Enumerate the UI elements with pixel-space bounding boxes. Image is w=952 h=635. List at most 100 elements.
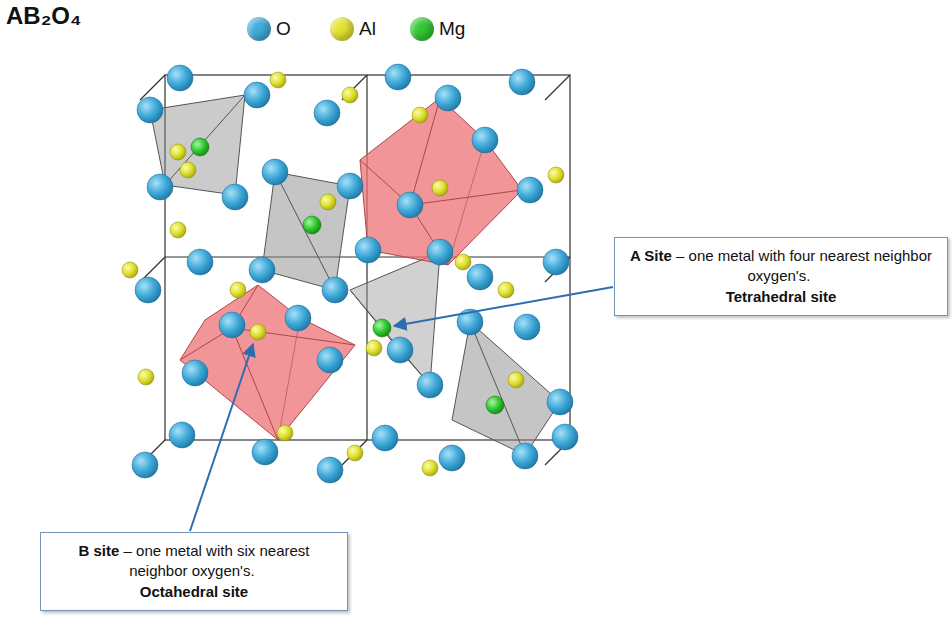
oxygen-atom <box>132 452 158 478</box>
grid-line <box>342 440 367 465</box>
polyhedron-edge <box>165 95 245 185</box>
site-name: A Site <box>630 247 672 264</box>
oxygen-atom <box>509 69 535 95</box>
octahedron <box>180 285 355 440</box>
polyhedron-edge <box>180 328 278 440</box>
polyhedron-edge <box>410 98 522 205</box>
oxygen-atom <box>397 192 423 218</box>
cube-edge <box>140 75 165 100</box>
aluminium-atom <box>412 107 428 123</box>
polyhedron-edge <box>278 318 300 440</box>
magnesium-atom <box>373 319 391 337</box>
oxygen-atom <box>222 184 248 210</box>
tetrahedral-callout-box: A Site– one metal with four nearest neig… <box>614 237 948 316</box>
leader-arrow <box>394 287 613 326</box>
site-name: B site <box>79 542 120 559</box>
site-type: Octahedral site <box>51 582 337 602</box>
oxygen-atom <box>387 337 413 363</box>
oxygen-atom <box>472 127 498 153</box>
aluminium-atom <box>508 372 524 388</box>
oxygen-atoms <box>132 64 578 483</box>
magnesium-atom <box>486 396 504 414</box>
legend-item: O <box>247 17 291 41</box>
aluminium-atom <box>270 72 286 88</box>
legend-label: Al <box>359 18 376 40</box>
polyhedron-edge <box>448 140 485 265</box>
legend-swatch <box>410 17 434 41</box>
aluminium-atom <box>432 180 448 196</box>
oxygen-atom <box>385 64 411 90</box>
polyhedra <box>150 95 560 455</box>
oxygen-atom <box>512 443 538 469</box>
aluminium-atom <box>366 340 382 356</box>
oxygen-atom <box>552 424 578 450</box>
octahedron <box>360 98 522 265</box>
aluminium-atom <box>277 425 293 441</box>
octahedral-callout-box: B site– one metal with six nearest neigh… <box>40 532 348 611</box>
polyhedron-edge <box>275 172 335 290</box>
tetrahedron <box>452 322 560 455</box>
oxygen-atom <box>167 65 193 91</box>
aluminium-atom <box>320 194 336 210</box>
aluminium-atoms <box>122 72 564 476</box>
aluminium-atom <box>548 167 564 183</box>
aluminium-atom <box>342 87 358 103</box>
oxygen-atom <box>435 85 461 111</box>
oxygen-atom <box>547 389 573 415</box>
aluminium-atom <box>455 254 471 270</box>
polyhedron-edge <box>470 322 525 455</box>
oxygen-atom <box>317 457 343 483</box>
oxygen-atom <box>372 425 398 451</box>
tetrahedron <box>350 252 440 385</box>
magnesium-atom <box>303 216 321 234</box>
magnesium-atoms <box>191 138 504 414</box>
oxygen-atom <box>147 174 173 200</box>
oxygen-atom <box>252 439 278 465</box>
oxygen-atom <box>355 237 381 263</box>
polyhedron-edge <box>350 290 430 385</box>
legend-swatch <box>330 17 354 41</box>
aluminium-atom <box>347 445 363 461</box>
oxygen-atom <box>219 312 245 338</box>
oxygen-atom <box>417 372 443 398</box>
aluminium-atom <box>122 262 138 278</box>
aluminium-atom <box>170 144 186 160</box>
oxygen-atom <box>249 257 275 283</box>
legend-label: Mg <box>439 18 465 40</box>
oxygen-atom <box>427 239 453 265</box>
oxygen-atom <box>244 82 270 108</box>
site-description: – one metal with six nearest neighbor ox… <box>124 542 310 579</box>
aluminium-atom <box>498 282 514 298</box>
oxygen-atom <box>135 277 161 303</box>
oxygen-atom <box>317 347 343 373</box>
site-description: – one metal with four nearest neighbor o… <box>676 247 932 284</box>
oxygen-atom <box>439 445 465 471</box>
oxygen-atom <box>514 314 540 340</box>
aluminium-atom <box>422 460 438 476</box>
site-type: Tetrahedral site <box>625 287 937 307</box>
oxygen-atom <box>137 97 163 123</box>
oxygen-atom <box>467 264 493 290</box>
oxygen-atom <box>337 173 363 199</box>
unit-cell-frame <box>140 75 570 465</box>
oxygen-atom <box>314 100 340 126</box>
oxygen-atom <box>187 249 213 275</box>
tetrahedron <box>262 172 350 290</box>
oxygen-atom <box>322 277 348 303</box>
oxygen-atom <box>169 422 195 448</box>
cube-edge <box>545 75 570 100</box>
magnesium-atom <box>191 138 209 156</box>
oxygen-atom <box>262 159 288 185</box>
legend-item: Al <box>330 17 376 41</box>
legend-swatch <box>247 17 271 41</box>
aluminium-atom <box>138 369 154 385</box>
oxygen-atom <box>182 360 208 386</box>
leader-arrow <box>190 344 253 531</box>
oxygen-atom <box>543 249 569 275</box>
aluminium-atom <box>230 282 246 298</box>
aluminium-atom <box>250 324 266 340</box>
oxygen-atom <box>517 177 543 203</box>
aluminium-atom <box>170 222 186 238</box>
oxygen-atom <box>285 305 311 331</box>
formula-title: AB₂O₄ <box>6 2 81 30</box>
